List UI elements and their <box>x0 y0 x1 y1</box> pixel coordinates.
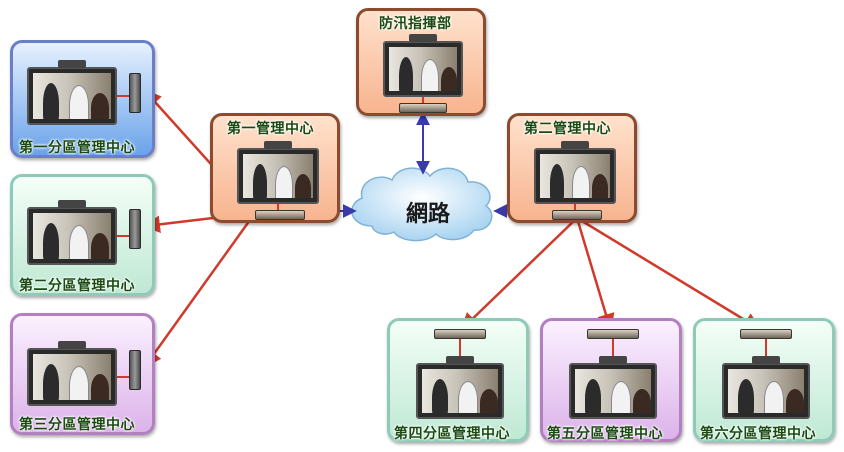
link-mgmt2-branch6 <box>576 216 761 330</box>
monitor-icon <box>237 141 319 204</box>
video-screen <box>33 73 111 119</box>
branch-1-label: 第一分區管理中心 <box>19 140 135 156</box>
codec-device-icon <box>740 329 792 339</box>
codec-device-icon <box>399 103 447 113</box>
video-screen <box>540 154 610 198</box>
video-screen <box>389 47 457 91</box>
codec-device-icon <box>255 210 305 220</box>
monitor-icon <box>383 34 463 97</box>
command-center-box: 防汛指揮部 <box>356 8 486 116</box>
video-screen <box>728 369 804 413</box>
monitor-icon <box>27 200 117 265</box>
monitor-icon <box>27 341 117 406</box>
camera-icon <box>409 34 437 42</box>
codec-tower-icon <box>129 209 141 249</box>
codec-tower-icon <box>129 350 141 390</box>
mgmt-center-2-label: 第二管理中心 <box>524 121 611 137</box>
monitor-icon <box>722 356 810 419</box>
video-screen <box>33 213 111 259</box>
branch-2-box: 第二分區管理中心 <box>10 174 155 296</box>
camera-icon <box>561 141 589 149</box>
branch-3-label: 第三分區管理中心 <box>19 417 135 433</box>
camera-icon <box>599 356 627 364</box>
command-center-label: 防汛指揮部 <box>379 16 452 32</box>
camera-icon <box>752 356 780 364</box>
branch-6-box: 第六分區管理中心 <box>693 318 835 442</box>
branch-2-label: 第二分區管理中心 <box>19 278 135 294</box>
network-cloud <box>351 167 493 242</box>
camera-icon <box>58 200 86 208</box>
camera-icon <box>58 341 86 349</box>
network-label: 網路 <box>405 202 450 227</box>
video-screen <box>243 154 313 198</box>
video-screen <box>422 369 498 413</box>
codec-device-icon <box>587 329 639 339</box>
monitor-icon <box>27 60 117 125</box>
camera-icon <box>446 356 474 364</box>
link-mgmt2-branch4 <box>460 217 578 331</box>
monitor-icon <box>534 141 616 204</box>
codec-device-icon <box>552 210 602 220</box>
video-screen <box>33 354 111 400</box>
camera-icon <box>58 60 86 68</box>
link-mgmt2-branch5 <box>575 217 615 332</box>
monitor-icon <box>569 356 657 419</box>
mgmt-center-2-box: 第二管理中心 <box>507 113 637 223</box>
branch-6-label: 第六分區管理中心 <box>700 426 816 442</box>
video-screen <box>575 369 651 413</box>
branch-5-label: 第五分區管理中心 <box>547 426 663 442</box>
monitor-icon <box>416 356 504 419</box>
branch-1-box: 第一分區管理中心 <box>10 40 155 158</box>
branch-5-box: 第五分區管理中心 <box>540 318 682 442</box>
branch-3-box: 第三分區管理中心 <box>10 313 155 435</box>
branch-4-label: 第四分區管理中心 <box>394 426 510 442</box>
link-mgmt1-branch3 <box>143 212 257 368</box>
camera-icon <box>264 141 292 149</box>
mgmt-center-1-box: 第一管理中心 <box>210 113 340 223</box>
branch-4-box: 第四分區管理中心 <box>387 318 529 442</box>
codec-tower-icon <box>129 73 141 113</box>
mgmt-center-1-label: 第一管理中心 <box>227 121 314 137</box>
codec-device-icon <box>434 329 486 339</box>
